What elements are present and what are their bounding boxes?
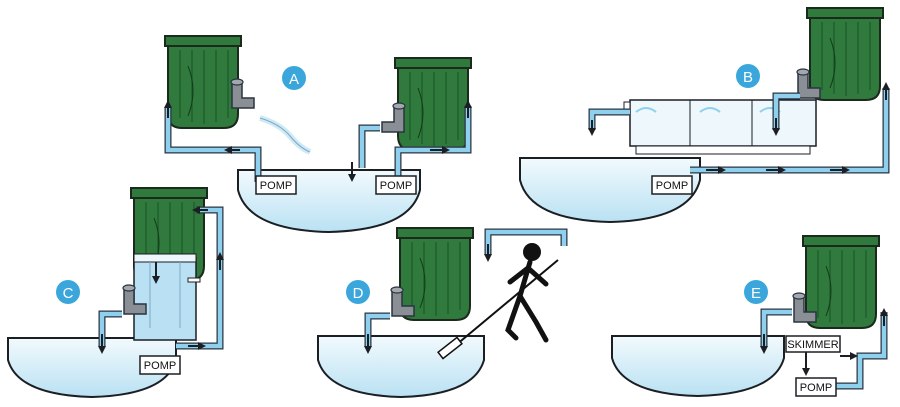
- connector-a-left: [230, 78, 255, 109]
- pump-label: POMP: [800, 382, 832, 394]
- net-pole: [449, 259, 559, 351]
- skimmer-e: SKIMMER: [785, 335, 841, 353]
- badge-e: E: [744, 280, 768, 304]
- badge-c: C: [56, 280, 80, 304]
- pump-label: POMP: [380, 180, 412, 192]
- connector-a-right: [381, 102, 406, 133]
- pond-b: [519, 157, 701, 224]
- tank-b: [623, 99, 817, 155]
- filter-a-left: [164, 35, 242, 129]
- pump-e: POMP: [795, 377, 837, 397]
- pump-c: POMP: [139, 355, 181, 375]
- net-head: [437, 336, 463, 360]
- person-icon: [505, 243, 549, 343]
- pump-b: POMP: [651, 175, 693, 195]
- pond-e: [611, 335, 785, 398]
- svg-text:B: B: [743, 69, 753, 86]
- filter-a-right: [394, 57, 472, 151]
- section-c: POMP C: [7, 187, 224, 399]
- svg-text:E: E: [751, 285, 761, 302]
- tank-c: [133, 253, 201, 341]
- skimmer-label: SKIMMER: [787, 339, 838, 351]
- section-a: POMP POMP A: [164, 35, 472, 234]
- pump-a-right: POMP: [375, 175, 417, 195]
- section-e: SKIMMER POMP E: [611, 235, 888, 398]
- svg-text:D: D: [353, 285, 364, 302]
- filter-b: [806, 7, 884, 101]
- badge-a: A: [282, 66, 306, 90]
- section-d: D: [317, 227, 568, 399]
- overflow-stream-a: [259, 115, 312, 155]
- svg-text:A: A: [289, 71, 299, 88]
- badge-b: B: [736, 64, 760, 88]
- return-pipe-a: [358, 124, 380, 168]
- pump-a-left: POMP: [255, 175, 297, 195]
- section-b: POMP B: [519, 7, 890, 224]
- badge-d: D: [346, 280, 370, 304]
- pump-label: POMP: [260, 180, 292, 192]
- outlet-b: [588, 108, 630, 130]
- svg-text:C: C: [63, 285, 74, 302]
- pump-label: POMP: [144, 360, 176, 372]
- pump-label: POMP: [656, 180, 688, 192]
